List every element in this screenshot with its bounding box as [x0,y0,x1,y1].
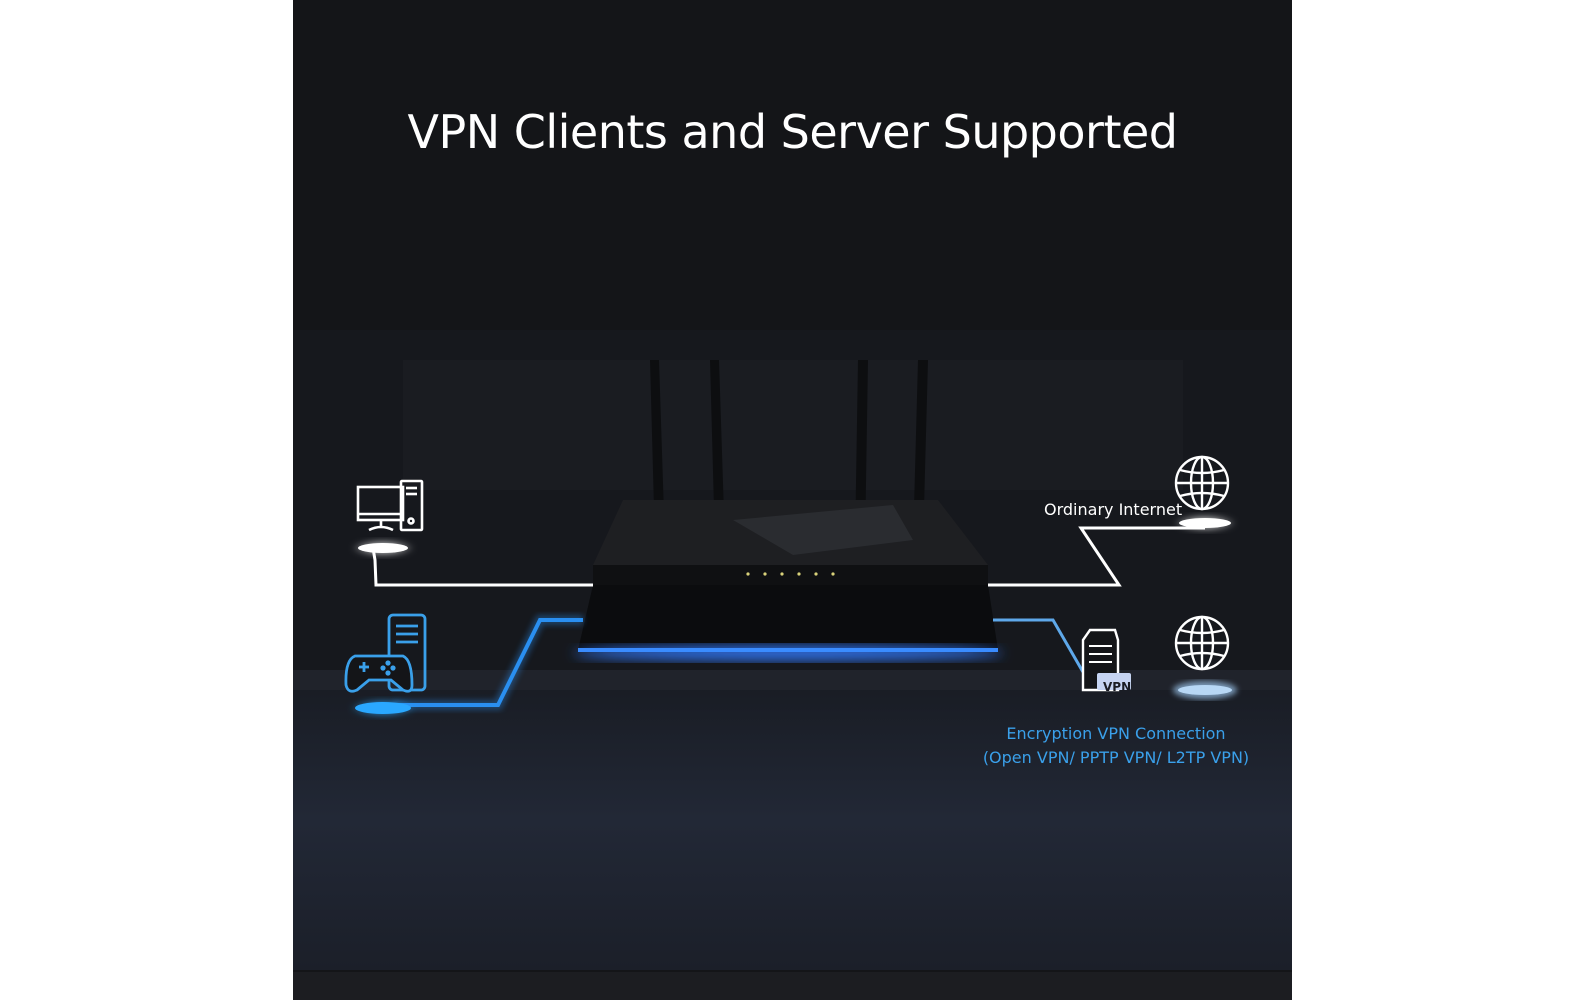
ordinary-internet-label: Ordinary Internet [1044,500,1183,519]
vpn-line-right [993,618,1085,673]
vpn-server-icon [1081,628,1131,692]
globe-icon-vpn [1174,615,1230,671]
scene-illustration [293,0,1292,1000]
desktop-computer-icon [356,479,424,532]
ordinary-line-right [988,526,1205,587]
vpn-tag-label: VPN [1103,680,1132,694]
gamepad-and-phone-icon [344,613,427,693]
encryption-vpn-label: Encryption VPN Connection (Open VPN/ PPT… [982,724,1250,767]
router-image [573,360,1003,661]
globe-icon-ordinary [1174,455,1230,511]
product-banner: VPN Clients and Server Supported Ordinar… [293,0,1292,1000]
bottom-band [293,972,1292,1000]
page-title: VPN Clients and Server Supported [407,105,1178,159]
